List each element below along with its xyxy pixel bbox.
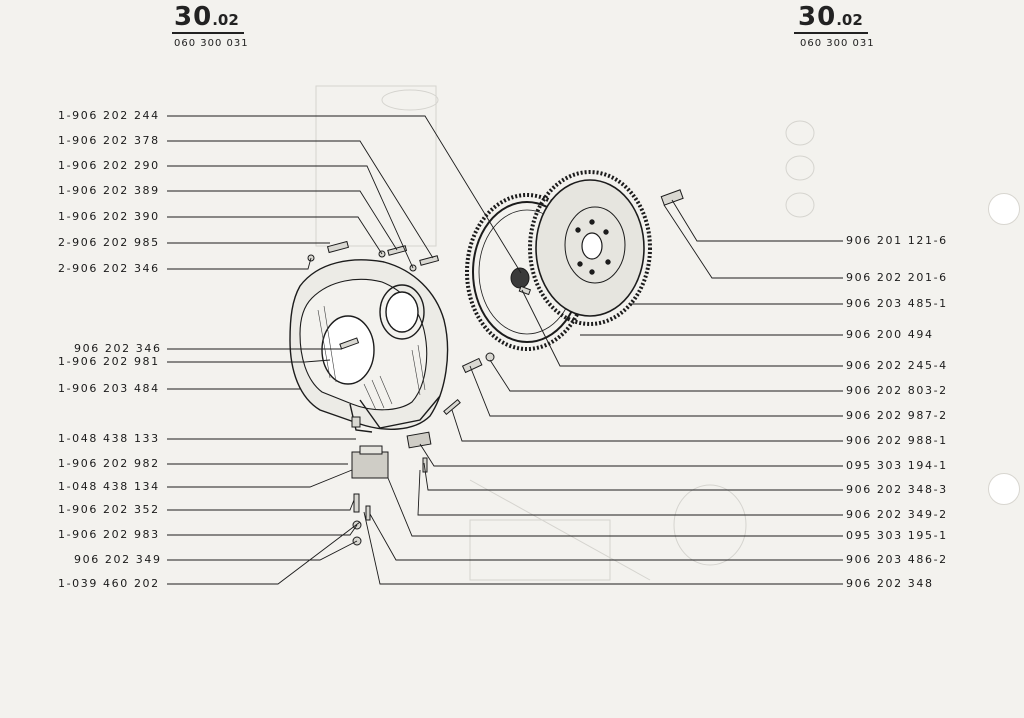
page-number-left: 30.02 — [174, 2, 239, 32]
part-label-left: 906 202 346 — [74, 342, 162, 355]
part-label-right: 906 202 348 — [846, 577, 934, 590]
page-number-rule-left — [172, 32, 244, 34]
page-number-minor: .02 — [212, 11, 239, 29]
bell-housing-shading — [317, 305, 426, 411]
part-label-right: 906 202 987-2 — [846, 409, 948, 422]
page-number-minor: .02 — [836, 11, 863, 29]
leader-lines — [167, 115, 843, 585]
flywheel — [528, 170, 652, 326]
bleed-through-ghost — [315, 85, 815, 581]
part-label-left: 1-906 202 352 — [58, 503, 160, 516]
page-number-rule-right — [794, 32, 868, 34]
part-label-right: 906 200 494 — [846, 328, 934, 341]
part-label-right: 906 202 245-4 — [846, 359, 948, 372]
part-label-left: 1-048 438 134 — [58, 480, 160, 493]
part-label-left: 1-906 202 244 — [58, 109, 160, 122]
part-label-right: 906 202 201-6 — [846, 271, 948, 284]
part-label-left: 1-906 202 981 — [58, 355, 160, 368]
part-label-left: 1-039 460 202 — [58, 577, 160, 590]
part-label-right: 906 202 348-3 — [846, 483, 948, 496]
part-label-left: 1-906 202 982 — [58, 457, 160, 470]
part-label-right: 906 202 349-2 — [846, 508, 948, 521]
bell-housing — [289, 259, 449, 433]
punch-hole-bottom — [988, 473, 1020, 505]
part-label-right: 095 303 195-1 — [846, 529, 948, 542]
part-label-right: 906 202 988-1 — [846, 434, 948, 447]
part-label-left: 1-906 203 484 — [58, 382, 160, 395]
page-number-major: 30 — [798, 2, 837, 32]
part-label-right: 095 303 194-1 — [846, 459, 948, 472]
punch-hole-top — [988, 193, 1020, 225]
part-label-left: 1-906 202 290 — [58, 159, 160, 172]
part-label-left: 2-906 202 346 — [58, 262, 160, 275]
part-label-right: 906 203 486-2 — [846, 553, 948, 566]
part-label-right: 906 201 121-6 — [846, 234, 948, 247]
part-label-left: 2-906 202 985 — [58, 236, 160, 249]
part-label-right: 906 202 803-2 — [846, 384, 948, 397]
part-label-left: 906 202 349 — [74, 553, 162, 566]
part-label-left: 1-906 202 389 — [58, 184, 160, 197]
page-number-right: 30.02 — [798, 2, 863, 32]
part-label-left: 1-906 202 983 — [58, 528, 160, 541]
page-number-major: 30 — [174, 2, 213, 32]
part-label-left: 1-048 438 133 — [58, 432, 160, 445]
part-label-left: 1-906 202 390 — [58, 210, 160, 223]
part-label-right: 906 203 485-1 — [846, 297, 948, 310]
reference-code-right: 060 300 031 — [800, 38, 875, 49]
part-label-left: 1-906 202 378 — [58, 134, 160, 147]
reference-code-left: 060 300 031 — [174, 38, 249, 49]
small-parts — [307, 189, 684, 546]
